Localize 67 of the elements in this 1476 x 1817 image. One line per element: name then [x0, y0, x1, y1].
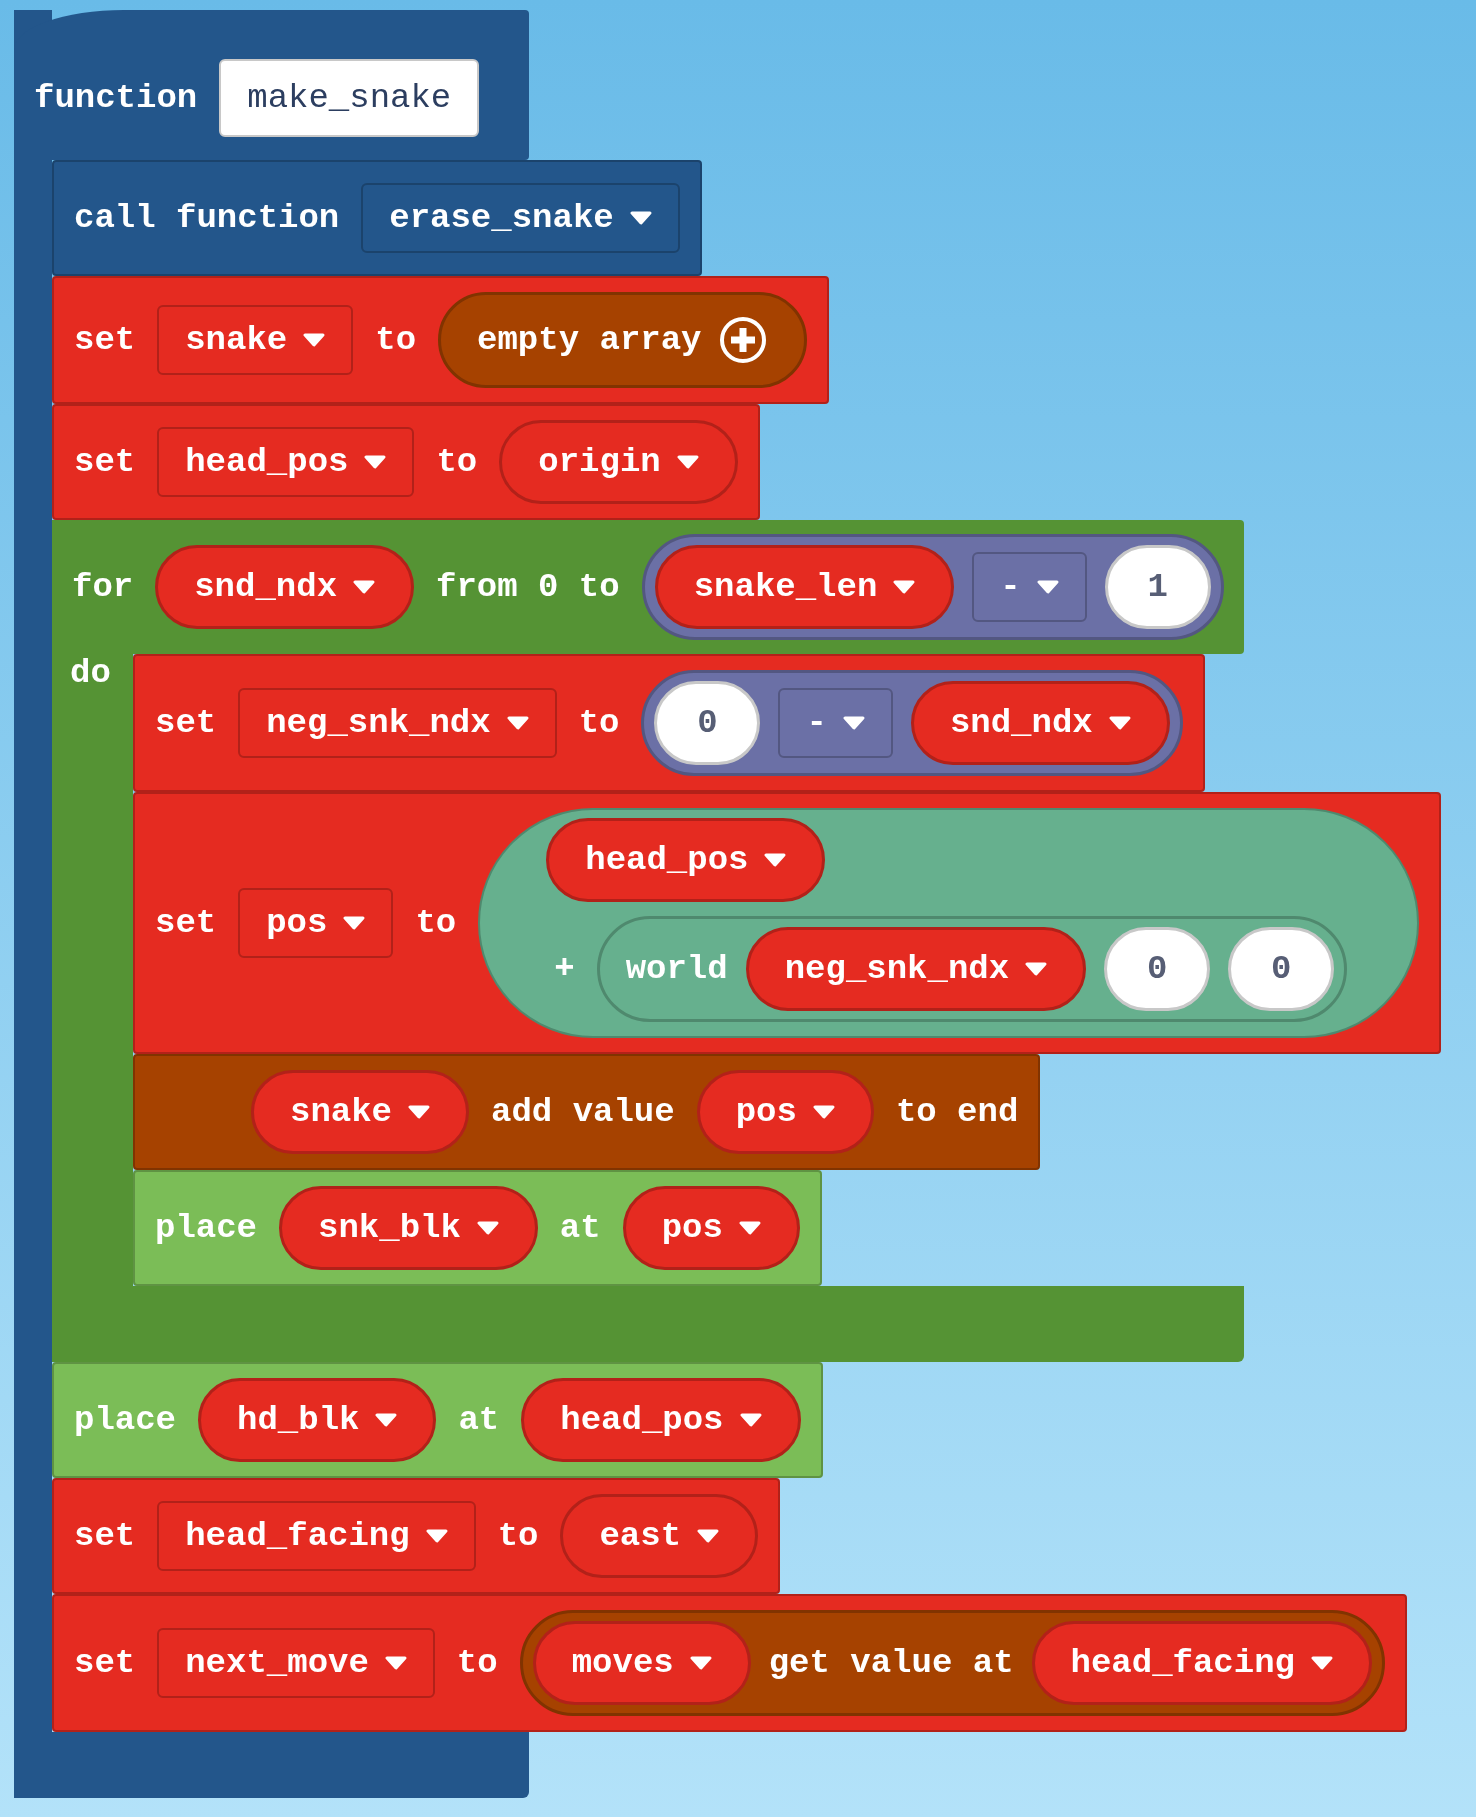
block-label: set [155, 904, 217, 942]
variable-pill: pos [622, 1186, 800, 1270]
block-label: set [74, 321, 136, 359]
statement-block [52, 276, 829, 404]
block-label: call function [74, 199, 340, 237]
block-label: set [155, 704, 217, 742]
dropdown-field: make_snake [219, 59, 480, 137]
variable-pill: head_pos [521, 1378, 801, 1462]
dropdown-field: head_pos [157, 427, 415, 497]
variable-pill: head_pos [546, 818, 826, 902]
dropdown-field: erase_snake [361, 183, 680, 253]
block-label: place [155, 1209, 258, 1247]
statement-block [52, 160, 702, 276]
block-label: at [458, 1401, 500, 1439]
block-label: for [72, 568, 134, 606]
variable-pill: empty array [438, 292, 807, 388]
variable-pill: snake_len [654, 545, 955, 629]
number-field: 0 [1228, 927, 1335, 1011]
block-label: to end [895, 1093, 1019, 1131]
block-label: to [456, 1644, 498, 1682]
variable-pill: east [560, 1494, 759, 1578]
statement-block [52, 1594, 1407, 1732]
block-label: from 0 to [436, 568, 620, 606]
block-label: to [497, 1517, 539, 1555]
block-label: set [74, 1644, 136, 1682]
block-label: get value at [768, 1644, 1014, 1682]
statement-block [52, 1362, 823, 1478]
block-label: add value [491, 1093, 675, 1131]
dropdown-field: snake [157, 305, 354, 375]
block-label: at [559, 1209, 601, 1247]
dropdown-field: next_move [157, 1628, 435, 1698]
block-label: set [74, 443, 136, 481]
number-field: 0 [1104, 927, 1211, 1011]
variable-pill: snd_ndx [910, 681, 1170, 765]
block-label: + [554, 950, 575, 988]
variable-pill: pos [696, 1070, 874, 1154]
statement-block [52, 1478, 781, 1594]
variable-pill: moves [532, 1621, 751, 1705]
block-label: to [578, 704, 620, 742]
block-label: set [74, 1517, 136, 1555]
statement-block [133, 1170, 822, 1286]
variable-pill: snake [251, 1070, 470, 1154]
block-label: do [70, 654, 111, 692]
block-label: place [74, 1401, 177, 1439]
number-field: 0 [654, 681, 761, 765]
statement-block [133, 1054, 1041, 1170]
block-label: world [625, 950, 728, 988]
variable-pill: snk_blk [279, 1186, 538, 1270]
statement-block [133, 792, 1442, 1054]
variable-pill: neg_snk_ndx [745, 927, 1087, 1011]
dropdown-field: neg_snk_ndx [238, 688, 557, 758]
dropdown-field: head_facing [157, 1501, 476, 1571]
variable-pill: hd_blk [198, 1378, 437, 1462]
variable-pill: snd_ndx [155, 545, 415, 629]
loop-block [52, 520, 1442, 1362]
block-label: to [375, 321, 417, 359]
variable-pill: head_facing [1031, 1621, 1372, 1705]
dropdown-field: pos [238, 888, 394, 958]
statement-block [133, 654, 1205, 792]
block-label: function [34, 79, 198, 117]
statement-block [52, 404, 760, 520]
dropdown-field: - [972, 552, 1087, 622]
number-field: 1 [1104, 545, 1211, 629]
dropdown-field: - [778, 688, 893, 758]
block-label: to [436, 443, 478, 481]
variable-pill: origin [499, 420, 738, 504]
block-label: to [415, 904, 457, 942]
